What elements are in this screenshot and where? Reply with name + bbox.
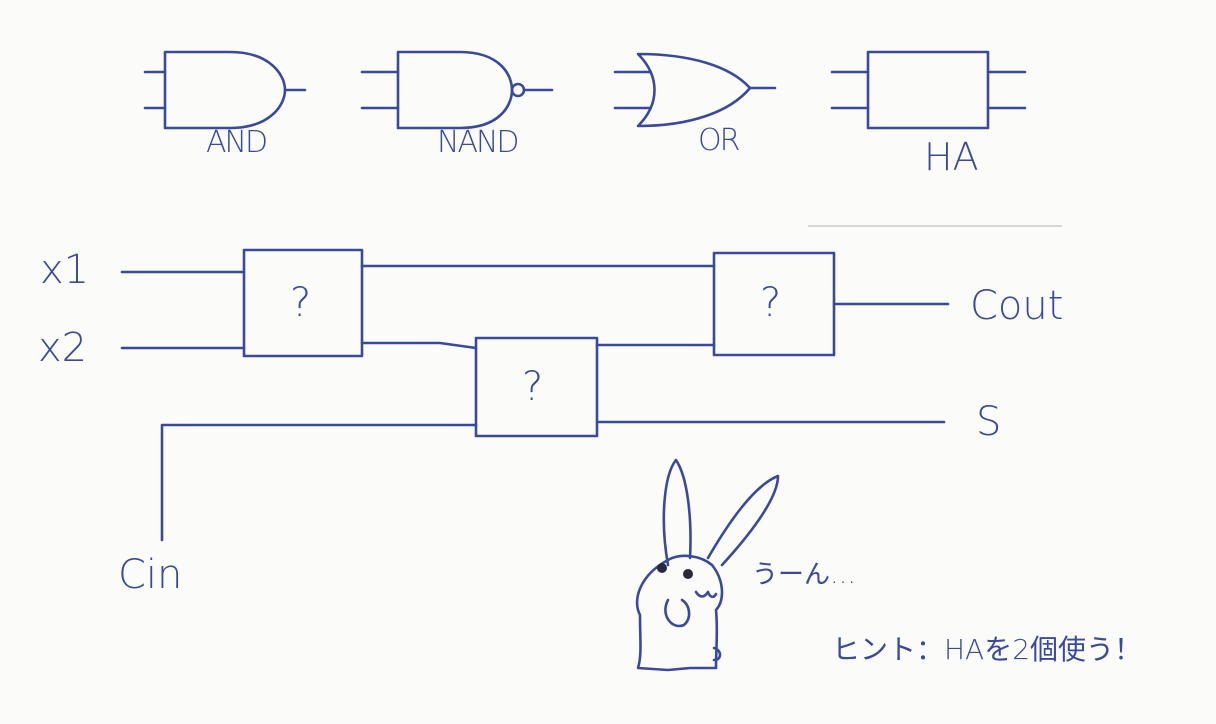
unknown-block-1-mark: ? bbox=[290, 280, 312, 326]
rabbit-thought: うーん… bbox=[752, 560, 857, 590]
cin-label: Cin bbox=[118, 552, 183, 598]
unknown-block-3-mark: ? bbox=[760, 280, 782, 326]
nand-label: NAND bbox=[437, 125, 520, 160]
circuit-wires bbox=[120, 264, 950, 542]
unknown-block-2 bbox=[474, 336, 599, 438]
unknown-block-2-mark: ? bbox=[522, 364, 544, 410]
ha-label: HA bbox=[924, 135, 979, 179]
or-gate-symbol bbox=[613, 52, 777, 128]
and-gate-symbol bbox=[143, 50, 307, 130]
or-label: OR bbox=[698, 123, 740, 158]
s-label: S bbox=[976, 399, 1002, 445]
unknown-block-1 bbox=[242, 248, 364, 358]
hint-text: ヒント：HAを2個使う！ bbox=[832, 633, 1143, 666]
cout-label: Cout bbox=[970, 283, 1064, 329]
and-label: AND bbox=[206, 125, 268, 160]
x2-label: x2 bbox=[38, 325, 88, 371]
x1-label: x1 bbox=[40, 247, 90, 293]
nand-gate-symbol bbox=[360, 50, 554, 130]
rabbit-illustration bbox=[635, 458, 780, 672]
half-adder-symbol bbox=[830, 50, 1027, 130]
